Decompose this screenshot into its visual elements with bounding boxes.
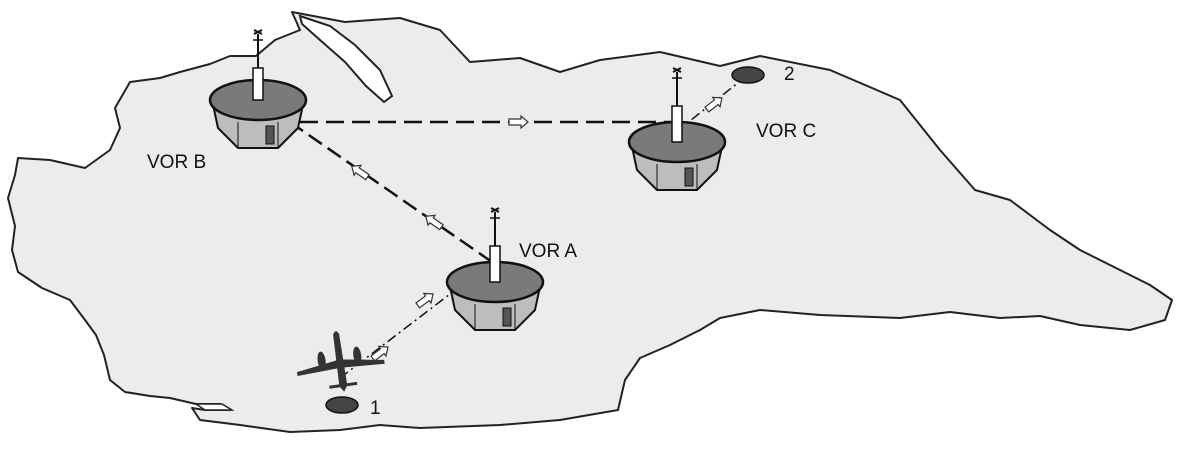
waypoint-2-label: 2 bbox=[784, 64, 795, 85]
vor-station-c bbox=[627, 67, 727, 191]
inlet bbox=[298, 14, 394, 104]
route-a-to-b bbox=[289, 120, 493, 264]
waypoint-2-marker bbox=[731, 66, 765, 84]
vor-station-b bbox=[208, 29, 308, 149]
coast-notch bbox=[193, 403, 235, 411]
vor-a-label: VOR A bbox=[519, 241, 577, 262]
waypoint-1-label: 1 bbox=[370, 398, 381, 419]
airplane-icon bbox=[296, 331, 385, 392]
vor-station-a bbox=[445, 207, 545, 331]
landmass bbox=[7, 11, 1173, 433]
waypoint-1-marker bbox=[325, 396, 359, 414]
vor-c-label: VOR C bbox=[756, 121, 816, 142]
route-1-to-a bbox=[339, 261, 493, 379]
vor-b-label: VOR B bbox=[147, 152, 206, 173]
